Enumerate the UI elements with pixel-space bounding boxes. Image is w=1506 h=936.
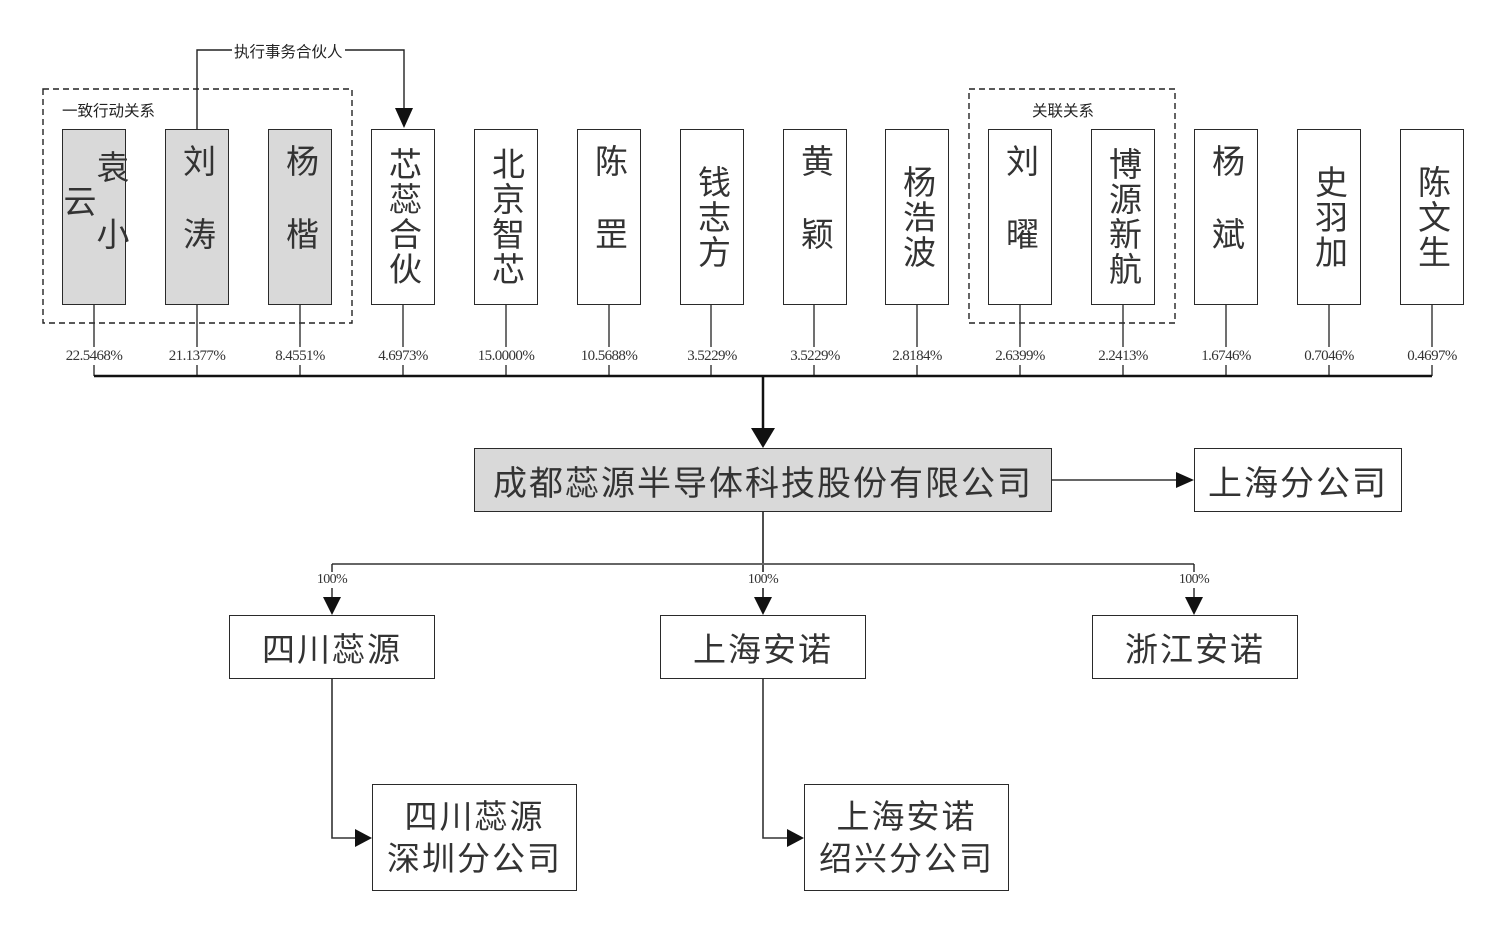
concerted-action-label: 一致行动关系	[62, 102, 156, 120]
shaoxing-branch-arrowhead	[787, 829, 804, 847]
shareholding-pct: 0.4697%	[1387, 347, 1477, 365]
shareholder-box[interactable]: 杨楷	[268, 129, 332, 305]
branch-line-2: 深圳分公司	[387, 838, 562, 878]
shareholder-box[interactable]: 史羽加	[1297, 129, 1361, 305]
subsidiary-pct: 100%	[1164, 572, 1224, 588]
shareholding-pct: 10.5688%	[564, 347, 654, 365]
executive-partner-arrowhead	[395, 108, 413, 128]
branch-arrowhead	[1176, 472, 1194, 488]
shareholder-name: 北京智芯	[486, 147, 526, 287]
subsidiary-pct: 100%	[733, 572, 793, 588]
shaoxing-branch-line	[762, 678, 790, 839]
shareholder-box[interactable]: 杨斌	[1194, 129, 1258, 305]
shareholding-pct: 2.8184%	[872, 347, 962, 365]
branch-name: 上海分公司	[1208, 463, 1388, 504]
shareholding-pct: 15.0000%	[461, 347, 551, 365]
shareholder-name: 刘曜	[1000, 144, 1040, 290]
shareholder-name: 史羽加	[1309, 164, 1349, 270]
shareholder-box[interactable]: 北京智芯	[474, 129, 538, 305]
shareholder-box[interactable]: 芯蕊合伙	[371, 129, 435, 305]
shaoxing-branch-box[interactable]: 上海安诺 绍兴分公司	[804, 784, 1009, 891]
shenzhen-branch-line	[331, 678, 358, 839]
branch-line-1: 上海安诺	[836, 796, 977, 836]
shareholder-name: 博源新航	[1103, 147, 1143, 287]
company-box[interactable]: 成都蕊源半导体科技股份有限公司	[474, 448, 1052, 512]
shareholder-box[interactable]: 刘涛	[165, 129, 229, 305]
subsidiary-name: 四川蕊源	[262, 630, 402, 669]
shareholder-name: 钱志方	[692, 164, 732, 270]
subsidiary-box-shanghai-anuo[interactable]: 上海安诺	[660, 615, 866, 679]
executive-partner-label: 执行事务合伙人	[232, 40, 345, 62]
subsidiary-name: 上海安诺	[693, 630, 833, 669]
shareholder-name: 刘涛	[177, 144, 217, 290]
arrowhead-zhejiang	[1185, 597, 1203, 615]
shareholding-pct: 0.7046%	[1284, 347, 1374, 365]
shareholder-box[interactable]: 刘曜	[988, 129, 1052, 305]
shareholding-pct: 3.5229%	[770, 347, 860, 365]
shareholding-pct: 1.6746%	[1181, 347, 1271, 365]
shanghai-branch-box[interactable]: 上海分公司	[1194, 448, 1402, 512]
subsidiary-box-zhejiang-anuo[interactable]: 浙江安诺	[1092, 615, 1298, 679]
related-party-group-border	[968, 88, 1176, 324]
subsidiary-name: 浙江安诺	[1125, 630, 1265, 669]
shareholder-name: 袁小云	[58, 150, 130, 284]
shareholder-name: 芯蕊合伙	[383, 147, 423, 287]
shenzhen-branch-arrowhead	[355, 829, 372, 847]
subsidiary-pct: 100%	[302, 572, 362, 588]
company-name: 成都蕊源半导体科技股份有限公司	[493, 463, 1033, 504]
branch-line-1: 四川蕊源	[404, 796, 545, 836]
shareholder-box[interactable]: 钱志方	[680, 129, 744, 305]
shareholder-name: 杨楷	[280, 144, 320, 290]
arrowhead-shanghai-anuo	[754, 597, 772, 615]
shareholder-name: 陈罡	[589, 144, 629, 290]
shareholding-pct: 8.4551%	[255, 347, 345, 365]
branch-line-2: 绍兴分公司	[819, 838, 994, 878]
related-party-label: 关联关系	[1032, 102, 1095, 120]
shareholder-box[interactable]: 陈文生	[1400, 129, 1464, 305]
shareholding-pct: 4.6973%	[358, 347, 448, 365]
shareholder-box[interactable]: 博源新航	[1091, 129, 1155, 305]
shareholder-box[interactable]: 杨浩波	[885, 129, 949, 305]
shareholder-name: 杨斌	[1206, 144, 1246, 290]
shareholder-name: 杨浩波	[897, 164, 937, 270]
shareholding-pct: 21.1377%	[152, 347, 242, 365]
shareholding-pct: 2.2413%	[1078, 347, 1168, 365]
shareholder-box[interactable]: 陈罡	[577, 129, 641, 305]
arrowhead-sichuan	[323, 597, 341, 615]
shareholder-box[interactable]: 黄颖	[783, 129, 847, 305]
main-arrowhead	[751, 428, 775, 448]
shareholding-pct: 2.6399%	[975, 347, 1065, 365]
shenzhen-branch-box[interactable]: 四川蕊源 深圳分公司	[372, 784, 577, 891]
shareholder-box[interactable]: 袁小云	[58, 129, 130, 305]
shareholder-name: 黄颖	[795, 144, 835, 290]
subsidiary-box-sichuan[interactable]: 四川蕊源	[229, 615, 435, 679]
shareholding-pct: 22.5468%	[49, 347, 139, 365]
shareholding-pct: 3.5229%	[667, 347, 757, 365]
shareholder-name: 陈文生	[1412, 164, 1452, 270]
